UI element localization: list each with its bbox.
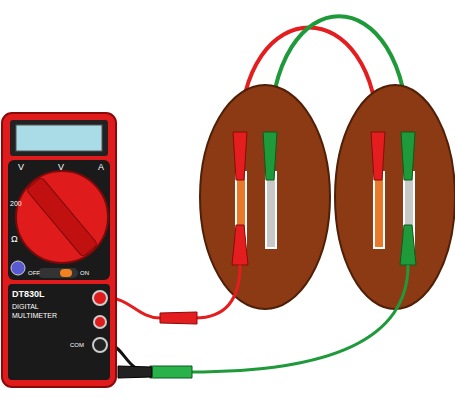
switch-label: ON (80, 270, 89, 276)
range-number: 200 (10, 200, 22, 207)
range-label: Ω (11, 235, 18, 244)
red-probe-lead (112, 298, 160, 318)
potato (335, 85, 455, 309)
alligator-clips (232, 132, 416, 265)
range-label: V (18, 163, 24, 172)
red-lead (195, 265, 240, 318)
multimeter (2, 113, 116, 387)
switch-label: OFF (28, 270, 40, 276)
lead-clips (118, 312, 197, 378)
range-label: A (98, 163, 104, 172)
potato (200, 85, 330, 309)
model-name: DT830L (12, 290, 45, 299)
range-label: V (58, 163, 64, 172)
green-lead (190, 265, 408, 372)
copper-electrode (374, 172, 384, 248)
terminal-label: COM (70, 342, 84, 348)
zinc-electrode (266, 172, 276, 248)
brand-text: MULTIMETER (12, 312, 57, 319)
brand-text: DIGITAL (12, 303, 39, 310)
